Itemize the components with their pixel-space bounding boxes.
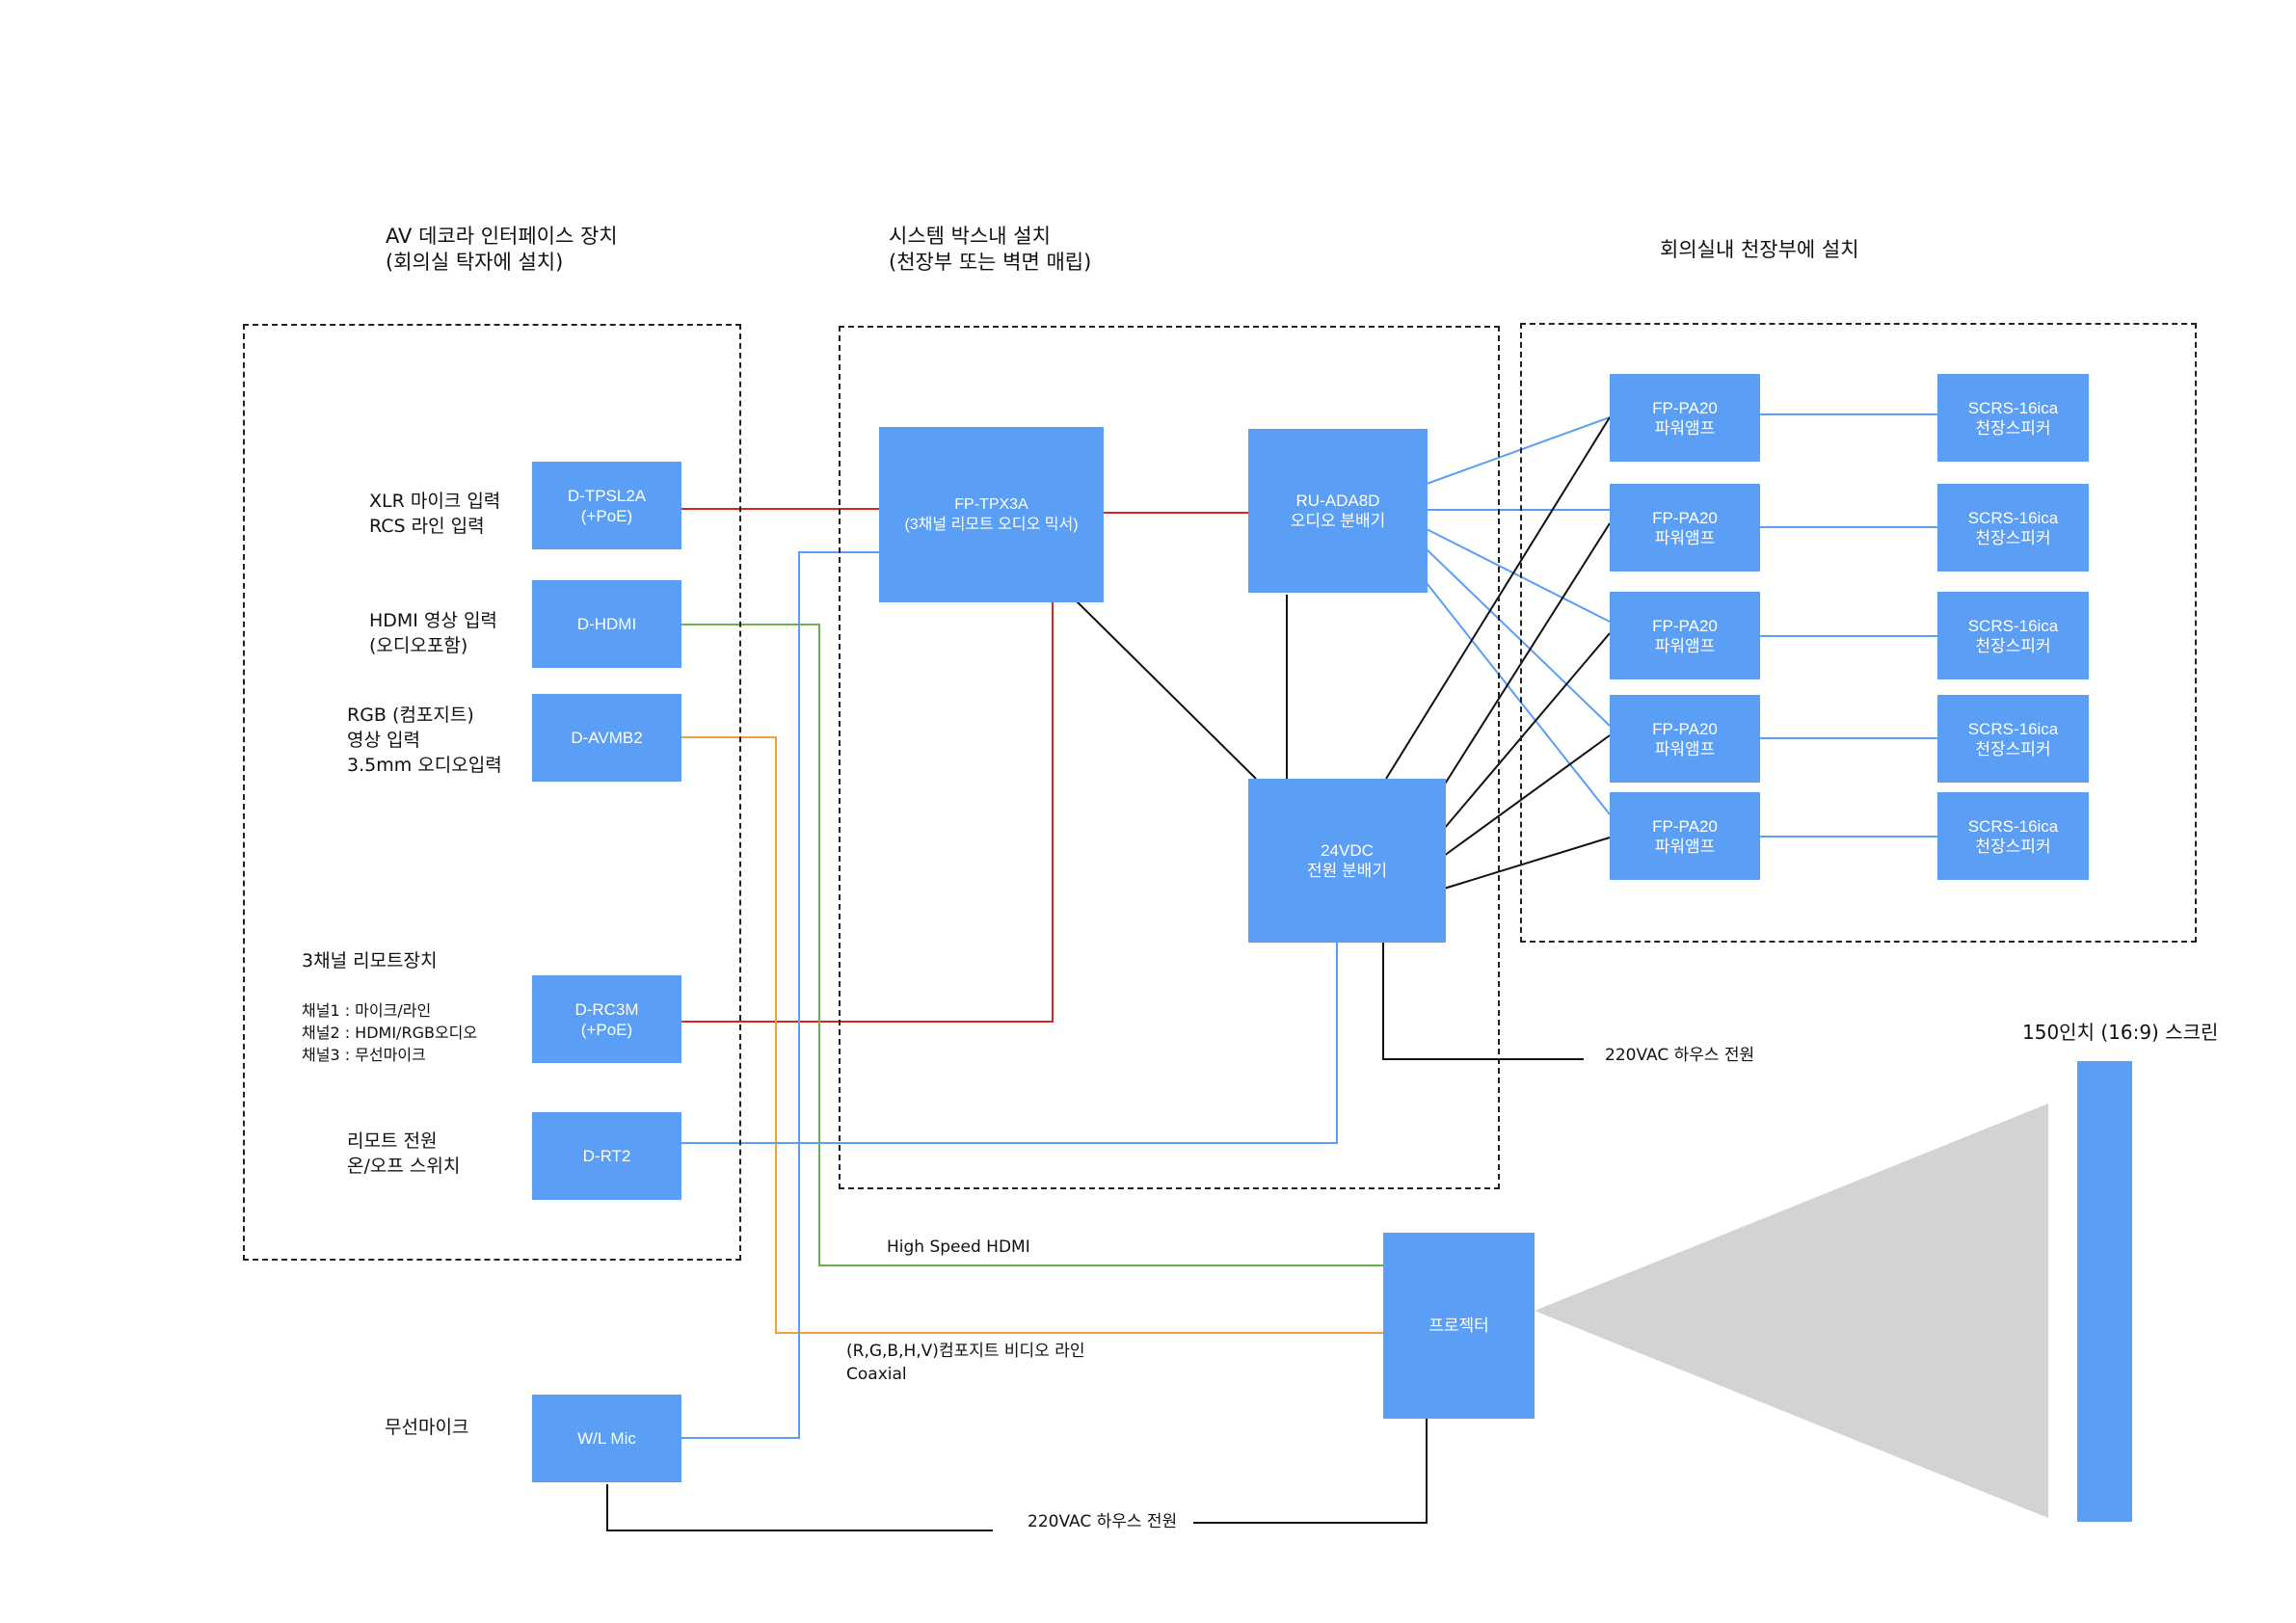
- wire-rc3m-to-mixer: [680, 599, 1054, 1023]
- device-ru-ada8d-splitter[interactable]: RU-ADA8D 오디오 분배기: [1248, 429, 1428, 593]
- power-psu-to-amp-4: [1443, 734, 1611, 857]
- zone-ceiling: [1520, 323, 2197, 943]
- device-speaker-2[interactable]: SCRS-16ica 천장스피커: [1937, 484, 2089, 572]
- label-xlr-input: XLR 마이크 입력 RCS 라인 입력: [369, 491, 501, 537]
- zone-av-interface: [243, 324, 741, 1261]
- device-amp-5[interactable]: FP-PA20 파워앰프: [1610, 792, 1760, 880]
- projection-screen: [2077, 1061, 2132, 1522]
- device-speaker-4[interactable]: SCRS-16ica 천장스피커: [1937, 695, 2089, 783]
- wire-splitter-to-amp-3: [1426, 528, 1611, 623]
- zone-system-box: [839, 326, 1500, 1189]
- label-screen: 150인치 (16:9) 스크린: [2022, 1021, 2219, 1044]
- wire-splitter-to-amp-1: [1426, 416, 1611, 485]
- label-rgb-input: RGB (컴포지트) 영상 입력 3.5mm 오디오입력: [347, 705, 502, 776]
- power-psu-to-amp-3: [1443, 632, 1611, 830]
- device-d-avmb2[interactable]: D-AVMB2: [532, 694, 681, 782]
- label-composite-cable: (R,G,B,H,V)컴포지트 비디오 라인 Coaxial: [846, 1342, 1085, 1384]
- section-title-ceiling: 회의실내 천장부에 설치: [1660, 238, 1859, 261]
- device-wireless-mic[interactable]: W/L Mic: [532, 1395, 681, 1482]
- label-house-power-psu: 220VAC 하우스 전원: [1605, 1046, 1755, 1065]
- power-mixer-to-psu: [1074, 599, 1257, 780]
- label-house-power-bottom: 220VAC 하우스 전원: [1028, 1512, 1178, 1531]
- power-psu-to-house: [1382, 943, 1584, 1060]
- device-fp-tpx3a-mixer[interactable]: FP-TPX3A (3채널 리모트 오디오 믹서): [879, 427, 1104, 602]
- device-d-rc3m[interactable]: D-RC3M (+PoE): [532, 975, 681, 1063]
- device-amp-1[interactable]: FP-PA20 파워앰프: [1610, 374, 1760, 462]
- device-speaker-1[interactable]: SCRS-16ica 천장스피커: [1937, 374, 2089, 462]
- power-psu-to-amp-2: [1443, 522, 1611, 786]
- device-amp-3[interactable]: FP-PA20 파워앰프: [1610, 592, 1760, 679]
- label-power-switch: 리모트 전원 온/오프 스위치: [347, 1131, 461, 1177]
- label-hdmi-cable: High Speed HDMI: [887, 1237, 1030, 1257]
- wire-hdmi-to-projector: [680, 624, 1383, 1266]
- wire-splitter-to-amp-5: [1426, 582, 1611, 815]
- projector-beam: [1535, 1104, 2048, 1518]
- label-remote-channels: 채널1 : 마이크/라인 채널2 : HDMI/RGB오디오 채널3 : 무선마…: [302, 1001, 478, 1064]
- label-wireless-mic: 무선마이크: [385, 1417, 469, 1438]
- device-d-hdmi[interactable]: D-HDMI: [532, 580, 681, 668]
- label-hdmi-input: HDMI 영상 입력 (오디오포함): [369, 610, 497, 656]
- wire-splitter-to-amp-4: [1426, 548, 1611, 727]
- wire-composite-to-projector: [680, 736, 1383, 1334]
- device-projector[interactable]: 프로젝터: [1383, 1233, 1535, 1419]
- device-amp-4[interactable]: FP-PA20 파워앰프: [1610, 695, 1760, 783]
- wire-rt2-to-psu: [680, 943, 1338, 1144]
- device-d-rt2[interactable]: D-RT2: [532, 1112, 681, 1200]
- power-psu-to-amp-5: [1443, 837, 1611, 890]
- device-d-tpsl2a[interactable]: D-TPSL2A (+PoE): [532, 462, 681, 549]
- section-title-av-interface: AV 데코라 인터페이스 장치 (회의실 탁자에 설치): [386, 225, 618, 274]
- power-projector-to-house: [1193, 1417, 1428, 1524]
- device-amp-2[interactable]: FP-PA20 파워앰프: [1610, 484, 1760, 572]
- device-24vdc-power-distributor[interactable]: 24VDC 전원 분배기: [1248, 779, 1446, 943]
- power-wlmic-to-house-left: [606, 1484, 993, 1531]
- section-title-system-box: 시스템 박스내 설치 (천장부 또는 벽면 매립): [889, 225, 1092, 274]
- device-speaker-3[interactable]: SCRS-16ica 천장스피커: [1937, 592, 2089, 679]
- label-remote-title: 3채널 리모트장치: [302, 950, 438, 971]
- device-speaker-5[interactable]: SCRS-16ica 천장스피커: [1937, 792, 2089, 880]
